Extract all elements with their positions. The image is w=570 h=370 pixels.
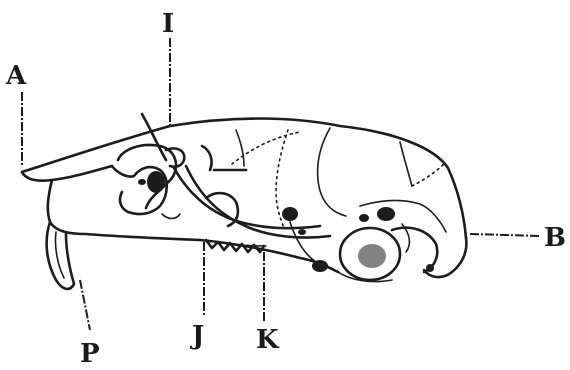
leader-lines — [22, 38, 540, 330]
zygomatic-process-upper — [174, 168, 320, 228]
occipital-dotted — [412, 162, 446, 186]
label-P: P — [80, 339, 100, 369]
foramen-small — [298, 229, 306, 235]
lacrimal-dot — [138, 179, 146, 185]
frontal-stroke — [142, 114, 166, 160]
meatus-dot — [359, 214, 369, 222]
auditory-region — [282, 207, 437, 282]
coronal-suture — [318, 128, 346, 216]
dorsal-profile — [22, 119, 466, 239]
letter-labels: A I B J K P — [5, 9, 566, 369]
label-I: I — [162, 9, 174, 39]
foramen-anterior — [282, 207, 298, 221]
lambdoid-suture — [400, 142, 412, 186]
lacrimal-foramen — [147, 171, 165, 193]
postorbital-stroke — [202, 146, 246, 170]
infraorbital-notch — [162, 214, 180, 219]
leader-B — [470, 234, 540, 236]
leader-P — [80, 280, 90, 330]
auditory-meatus — [377, 207, 395, 221]
incisor-inner — [55, 232, 64, 278]
orbit-region — [112, 114, 246, 219]
label-K: K — [256, 325, 280, 355]
molar-row — [206, 240, 266, 252]
label-B: B — [544, 223, 566, 253]
condyle-dot — [426, 264, 434, 272]
label-J: J — [190, 321, 204, 351]
label-A: A — [5, 61, 27, 91]
bulla-shade — [358, 244, 386, 268]
internal-curves — [174, 166, 330, 238]
